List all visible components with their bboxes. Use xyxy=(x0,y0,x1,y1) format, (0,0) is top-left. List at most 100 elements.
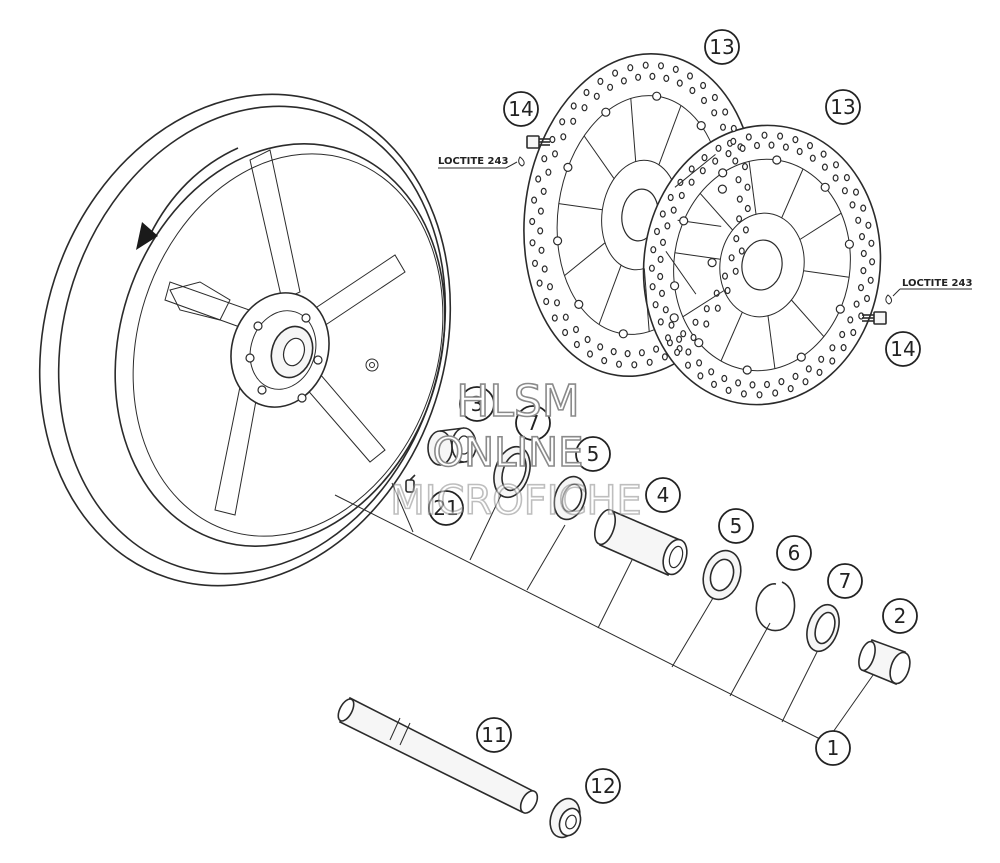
svg-text:5: 5 xyxy=(730,514,743,538)
disc-hole xyxy=(829,344,836,352)
disc-spoke xyxy=(767,315,776,369)
disc-hole xyxy=(657,272,664,281)
svg-text:13: 13 xyxy=(709,35,734,59)
disc-hole xyxy=(736,195,743,203)
disc-hole xyxy=(536,279,543,287)
disc-hole xyxy=(631,361,638,369)
disc-rivet xyxy=(601,107,611,117)
disc-hole xyxy=(749,381,756,389)
disc-hole xyxy=(653,227,660,236)
disc-hole xyxy=(847,316,854,324)
svg-text:14: 14 xyxy=(508,97,533,121)
disc-hole xyxy=(684,361,691,369)
callout-1: 1 xyxy=(815,730,851,766)
disc-hole xyxy=(663,74,670,83)
disc-hole xyxy=(572,325,579,334)
disc-hole xyxy=(787,385,794,393)
disc-hole xyxy=(711,93,718,102)
disc-hole xyxy=(685,348,692,356)
disc-rivet xyxy=(669,313,679,323)
disc-hole xyxy=(620,77,627,85)
disc-hole xyxy=(745,133,752,141)
disc-hole xyxy=(646,358,653,366)
disc-hole xyxy=(818,355,825,363)
disc-hole xyxy=(678,191,685,200)
disc-hole xyxy=(849,201,856,209)
disc-hole xyxy=(858,233,865,241)
disc-hole xyxy=(821,163,828,171)
seal-ring-7-left xyxy=(493,445,531,499)
disc-hole xyxy=(792,136,799,144)
disc-hole xyxy=(627,64,634,72)
disc-hole xyxy=(805,365,812,373)
disc-spoke xyxy=(674,154,716,188)
disc-hole xyxy=(668,321,675,329)
circlip-6 xyxy=(755,581,796,632)
svg-text:2: 2 xyxy=(894,604,907,628)
disc-hole xyxy=(839,330,846,339)
disc-hole xyxy=(583,88,590,97)
disc-ventilation-holes xyxy=(529,61,876,399)
disc-hole xyxy=(710,380,717,388)
disc-hole xyxy=(742,226,749,234)
disc-hole xyxy=(740,390,747,398)
disc-hole xyxy=(708,368,715,376)
callout-2: 2 xyxy=(882,598,918,634)
disc-hole xyxy=(869,258,876,266)
disc-hole xyxy=(538,246,545,254)
disc-hole xyxy=(701,154,708,162)
disc-hole xyxy=(730,124,737,133)
disc-hole xyxy=(680,330,687,338)
disc-hole xyxy=(649,72,656,81)
disc-hole xyxy=(738,247,745,255)
svg-text:4: 4 xyxy=(657,483,670,507)
disc-rivet xyxy=(796,352,806,362)
svg-text:5: 5 xyxy=(587,442,600,466)
disc-hole xyxy=(778,378,785,386)
disc-hole xyxy=(657,318,664,326)
callout-5-right: 5 xyxy=(718,508,754,544)
disc-hole xyxy=(624,350,631,358)
disc-hole xyxy=(792,372,799,380)
svg-text:21: 21 xyxy=(433,496,458,520)
spacer-3 xyxy=(427,427,477,466)
disc-hole xyxy=(607,83,614,91)
disc-rivet xyxy=(844,239,855,249)
disc-rivet xyxy=(563,162,573,172)
disc-hole xyxy=(686,72,693,80)
disc-hole xyxy=(735,176,742,184)
bearing-5-left xyxy=(553,475,587,521)
disc-hole xyxy=(659,210,666,218)
disc-hole xyxy=(739,144,746,152)
disc-spoke xyxy=(674,252,721,260)
loctite-drop-left-icon xyxy=(438,156,525,169)
disc-spoke xyxy=(630,98,637,162)
disc-hole xyxy=(860,267,867,275)
disc-hole xyxy=(652,301,659,309)
disc-hole xyxy=(541,265,548,273)
disc-hole xyxy=(661,353,668,361)
svg-text:ONLINE: ONLINE xyxy=(433,430,584,476)
disc-hole xyxy=(700,96,707,105)
disc-spoke xyxy=(791,299,825,337)
disc-hole xyxy=(802,378,809,386)
callout-3: 3 xyxy=(459,386,495,422)
disc-hole xyxy=(744,204,751,213)
disc-hole xyxy=(728,254,735,262)
disc-hole xyxy=(648,264,655,272)
disc-hole xyxy=(736,215,743,223)
disc-hole xyxy=(540,187,547,195)
disc-hole xyxy=(841,187,848,195)
disc-rivet xyxy=(717,184,728,194)
disc-rivet xyxy=(820,182,830,192)
axle-11 xyxy=(337,696,539,814)
callout-21: 21 xyxy=(428,490,464,526)
callout-13-front: 13 xyxy=(825,89,861,125)
disc-rivet xyxy=(574,299,584,309)
disc-hole xyxy=(543,297,550,306)
svg-text:3: 3 xyxy=(471,392,484,416)
disc-spoke xyxy=(720,311,743,362)
axle-nut-12 xyxy=(549,797,582,839)
